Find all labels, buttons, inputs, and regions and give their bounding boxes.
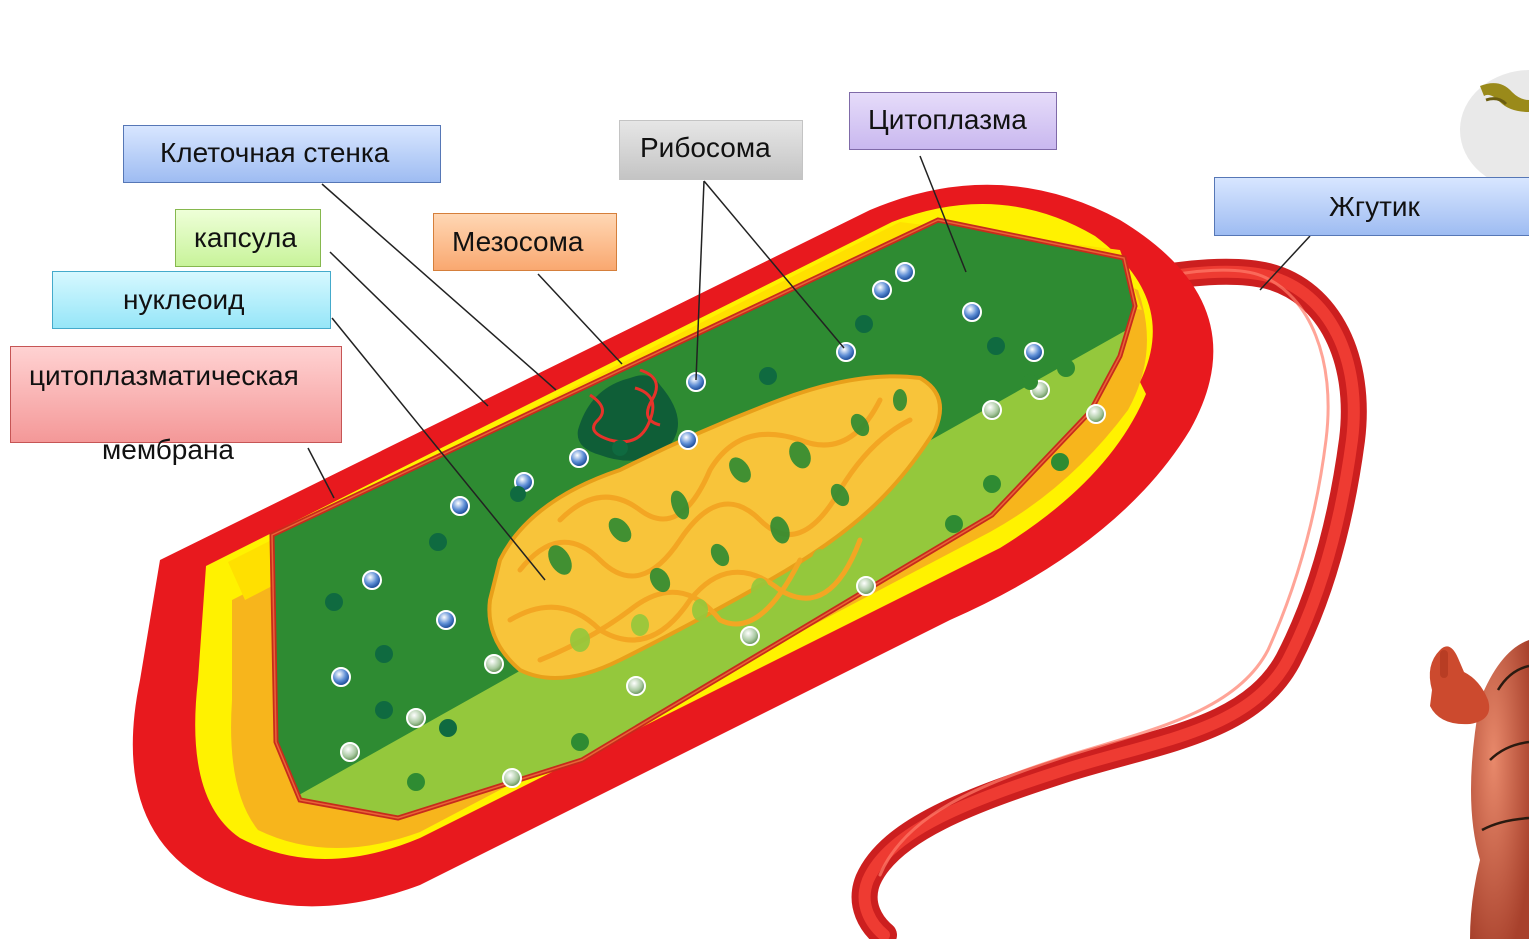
label-cytoplasmic-membrane-text: цитоплазматическая <box>29 360 299 391</box>
label-cytoplasm: Цитоплазма <box>849 92 1057 150</box>
cartoon-bacterium-icon <box>1430 640 1529 939</box>
label-nucleoid-text: нуклеоид <box>123 284 245 315</box>
label-cell-wall: Клеточная стенка <box>123 125 441 183</box>
flagellum-mascot-tip <box>1460 70 1529 190</box>
label-membrane-word: мембрана <box>102 434 234 466</box>
label-ribosome-text: Рибосома <box>640 132 771 163</box>
label-flagellum: Жгутик <box>1214 177 1529 236</box>
label-capsule: капсула <box>175 209 321 267</box>
label-nucleoid: нуклеоид <box>52 271 331 329</box>
label-capsule-text: капсула <box>194 222 297 253</box>
label-cell-wall-text: Клеточная стенка <box>160 137 389 168</box>
label-flagellum-text: Жгутик <box>1329 191 1420 222</box>
label-ribosome: Рибосома <box>619 120 803 180</box>
label-cytoplasm-text: Цитоплазма <box>868 104 1027 135</box>
label-cytoplasmic-membrane: цитоплазматическая <box>10 346 342 443</box>
label-mesosome: Мезосома <box>433 213 617 271</box>
label-mesosome-text: Мезосома <box>452 226 583 257</box>
